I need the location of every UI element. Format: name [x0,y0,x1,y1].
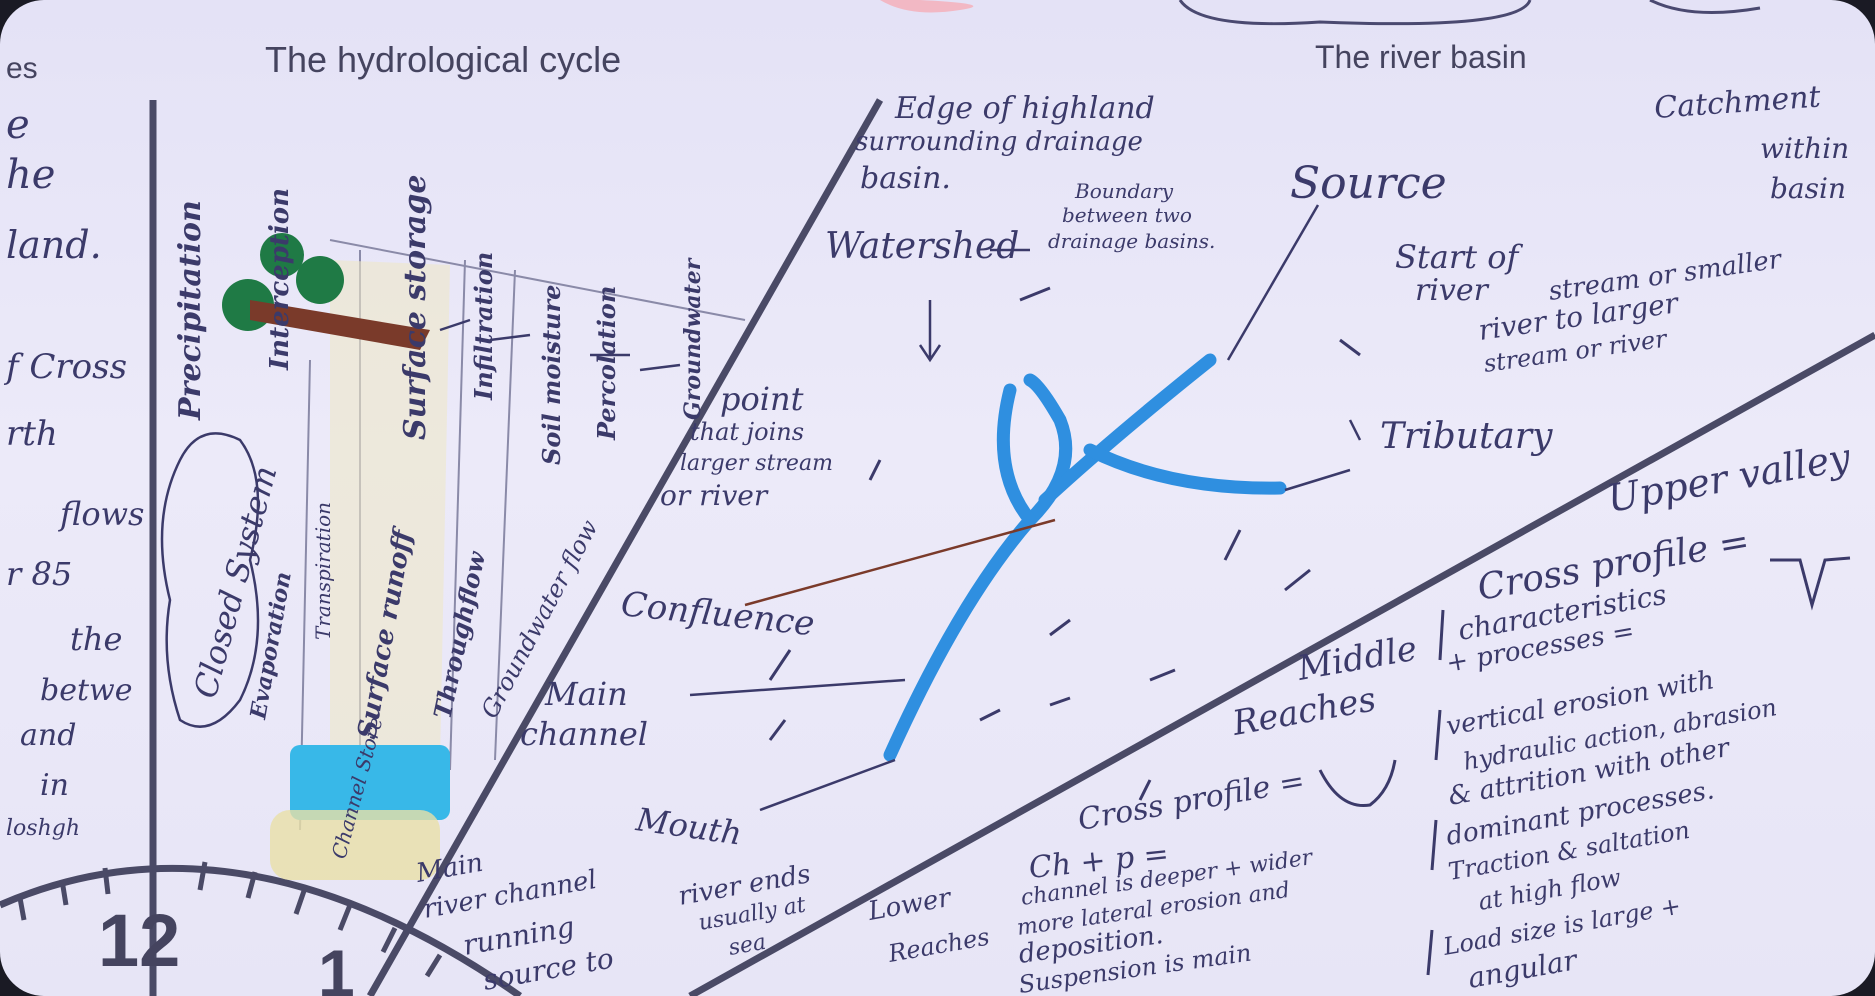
svg-text:or river: or river [660,479,769,512]
dial-number-1: 1 [318,936,355,996]
svg-text:and: and [20,718,76,753]
channel-store-water [290,745,450,820]
svg-text:point: point [720,380,804,418]
svg-text:Reaches: Reaches [885,923,991,968]
clock-dial: 12 1 [0,860,523,996]
svg-text:Precipitation: Precipitation [173,200,208,421]
svg-text:Infiltration: Infiltration [469,252,498,401]
svg-text:the: the [70,620,122,658]
svg-text:e: e [6,102,30,148]
svg-text:loshgh: loshgh [6,816,80,841]
svg-text:Watershed: Watershed [825,226,1019,267]
printed-frame-lines [149,98,1875,996]
svg-text:Reaches: Reaches [1229,679,1379,744]
svg-text:channel: channel [520,715,648,753]
river-drawing [883,353,1287,762]
svg-text:larger stream: larger stream [680,451,833,476]
svg-text:land.: land. [6,223,102,267]
svg-text:f Cross: f Cross [3,347,127,387]
svg-text:Upper valley: Upper valley [1604,435,1854,521]
dial-number-12: 12 [98,899,180,982]
svg-text:Boundary: Boundary [1074,179,1174,203]
heading-hydrological-cycle: The hydrological cycle [265,39,621,80]
svg-text:he: he [6,152,55,198]
svg-text:Mouth: Mouth [633,800,744,853]
svg-text:flows: flows [58,495,144,533]
svg-text:surrounding drainage: surrounding drainage [855,127,1143,157]
svg-text:Groundwater: Groundwater [680,257,706,420]
svg-text:Catchment: Catchment [1653,79,1823,126]
svg-text:Percolation: Percolation [592,286,621,441]
left-margin-notes: es e he land. f Cross rth flows r 85 the… [3,52,144,841]
svg-text:in: in [40,768,69,803]
svg-text:Surface storage: Surface storage [398,175,433,441]
svg-text:rth: rth [6,414,58,454]
svg-text:Transpiration: Transpiration [311,502,335,640]
top-ink-scrap [1649,0,1761,14]
svg-text:es: es [6,52,38,85]
hydro-diagram: Precipitation Interception Surface stora… [160,175,746,880]
svg-text:basin.: basin. [860,161,951,196]
svg-text:Soil moisture: Soil moisture [537,285,566,465]
svg-text:between two: between two [1062,203,1192,227]
svg-text:r 85: r 85 [6,555,72,593]
svg-text:Edge of highland: Edge of highland [894,91,1155,126]
basin-dashes [768,286,1361,801]
svg-text:river: river [1415,273,1490,308]
svg-text:Start of: Start of [1395,238,1523,276]
svg-text:Tributary: Tributary [1380,416,1553,457]
svg-text:drainage basins.: drainage basins. [1048,229,1215,253]
svg-text:Interception: Interception [265,188,295,371]
cloud-outline-scrap [1178,0,1532,26]
red-ink-scrap [880,0,974,13]
confluence-pointer [744,518,1056,607]
svg-text:betwe: betwe [40,673,132,708]
svg-text:Evaporation: Evaporation [245,570,297,722]
svg-text:that joins: that joins [690,418,804,446]
svg-text:within: within [1760,132,1849,165]
svg-text:Cross profile =: Cross profile = [1075,764,1307,838]
svg-text:basin: basin [1770,172,1846,205]
svg-text:Middle: Middle [1294,629,1420,689]
svg-text:Main: Main [544,675,628,713]
svg-text:Source: Source [1290,158,1447,209]
heading-river-basin: The river basin [1315,39,1527,75]
